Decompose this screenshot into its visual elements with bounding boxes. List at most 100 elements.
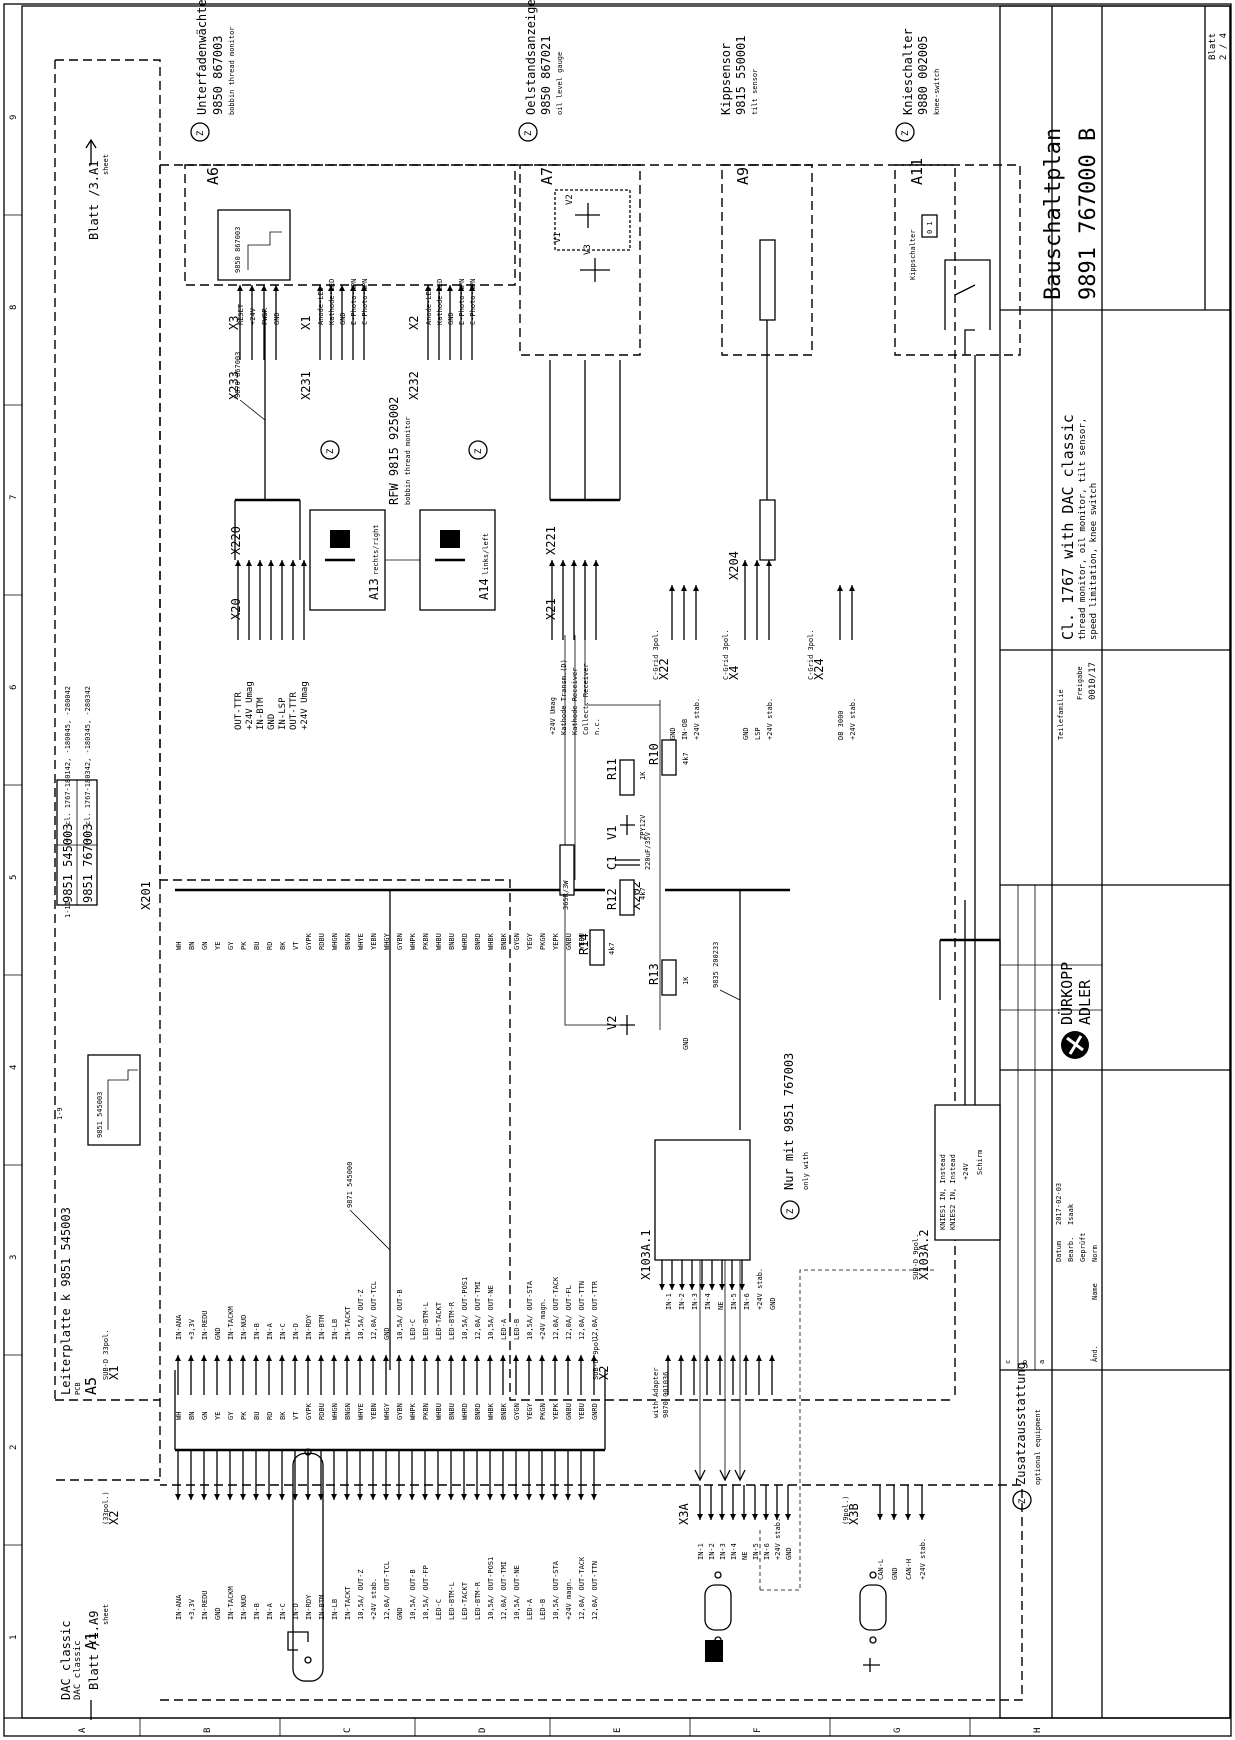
wire-color-label: RDBU (318, 933, 326, 950)
svg-text:Zusatzausstattung: Zusatzausstattung (1014, 1362, 1028, 1485)
pcb-x1-pin-label: IN-BTM (318, 1315, 326, 1340)
x20-label: X20 (229, 598, 243, 620)
wire-color-label: GYGN (513, 933, 521, 950)
dac-x2-pin-label: +24V magn. (565, 1578, 573, 1620)
wire-color-label: WHGN (331, 933, 339, 950)
dac-x2-pin-label: IN-C (279, 1603, 287, 1620)
wire-color-label: RD (266, 942, 274, 950)
x233-pin-label: GND (273, 312, 281, 325)
dac-x3b-type: (9pol.) (842, 1495, 850, 1525)
pcb-x1-pin-label: 12,0A/ OUT-TMI (474, 1281, 482, 1340)
svg-text:9850 867021: 9850 867021 (539, 36, 553, 115)
svg-text:A6: A6 (204, 167, 222, 185)
x233-pin-label: +24V (249, 307, 257, 325)
svg-text:Unterfadenwächter: Unterfadenwächter (195, 0, 209, 115)
svg-text:Z: Z (196, 130, 206, 136)
dac-x3b-pin-label: GND (891, 1567, 899, 1580)
svg-text:KNIES2 IN, Instead: KNIES2 IN, Instead (949, 1154, 957, 1230)
dac-x2-pin-label: LED-BTM-R (474, 1581, 482, 1620)
x202-cable-id: 9835 200233 (712, 942, 720, 988)
wire-color-label: WHRD (461, 933, 469, 950)
title-block: Bauschaltplan 9891 767000 B Blatt 2 / 4 … (999, 5, 1231, 1719)
wire-color-label: BNBU (448, 1403, 456, 1420)
x232-pin-label: C-Photo-NPN (469, 279, 477, 325)
pcb-x2-pin-label: IN-1 (665, 1293, 673, 1310)
wire-color-label: BNBK (500, 932, 508, 950)
svg-text:V1: V1 (553, 232, 563, 243)
svg-text:R12: R12 (605, 888, 619, 910)
svg-text:365R/3W: 365R/3W (562, 880, 570, 910)
wire-color-label: WHPK (409, 1402, 417, 1420)
svg-text:rechts/right: rechts/right (372, 524, 380, 575)
pcb-x1-label: X1 (107, 1366, 121, 1380)
pcb-x1-pin-label: IN-D (292, 1323, 300, 1340)
dac-x2-pin-label: IN-REDU (201, 1590, 209, 1620)
svg-text:X103A.2: X103A.2 (917, 1229, 931, 1280)
dac-x2-pin-label: IN-D (292, 1603, 300, 1620)
svg-text:GND: GND (682, 1037, 690, 1050)
wire-color-label: PKGN (539, 933, 547, 950)
dac-x3a-label: X3A (677, 1503, 691, 1525)
dac-sub: DAC classic (73, 1640, 83, 1700)
x20-pin-label: +24V Umag (245, 681, 255, 730)
svg-text:V2: V2 (605, 1016, 619, 1030)
pcb-x2-pin-label: +24V stab. (756, 1268, 764, 1310)
dac-x2-pin-label: IN-RDY (305, 1594, 313, 1620)
sheet-ref-right-sub: sheet (102, 154, 110, 175)
wire-color-label: PKBN (422, 1403, 430, 1420)
analog-circuit: 365R/3W R11 1K R12 4k7 R10 4k7 R13 1K R1… (559, 635, 690, 1050)
x3-label: X3 (227, 316, 241, 330)
sheet-ref-left-sub: sheet (102, 1604, 110, 1625)
dac-x2-pin-label: IN-NUD (240, 1595, 248, 1620)
pcb-enclosure-border (55, 59, 950, 1401)
wire-color-label: WHBK (487, 932, 495, 950)
svg-text:Z: Z (474, 448, 484, 454)
pcb-x1-pin-label: GND (214, 1327, 222, 1340)
x103a2-connector: X103A.2 SUB-D 9pol. KNIES1 IN, Instead K… (912, 1104, 1001, 1280)
svg-text:Nur mit 9851 767003: Nur mit 9851 767003 (782, 1053, 796, 1190)
pcb-x1-pin-label: LED-TACKT (435, 1301, 443, 1340)
dac-x3a-pin-label: IN-3 (719, 1543, 727, 1560)
svg-text:9815 550001: 9815 550001 (734, 36, 748, 115)
wire-color-label: PK (240, 941, 248, 950)
x1-led-label: X1 (299, 316, 313, 330)
x220-label: X220 (229, 526, 243, 555)
can-port-icon (859, 1571, 887, 1672)
wire-color-label: BNBU (448, 933, 456, 950)
dac-x2-pin-label: IN-ANA (175, 1594, 183, 1620)
pcb-x1-pin-label: GND (383, 1327, 391, 1340)
dac-x3a-pin-label: +24V stab. (774, 1518, 782, 1560)
wire-color-label: VT (292, 941, 300, 950)
wire-color-label: WHRD (461, 1403, 469, 1420)
pcb-x1-pin-label: 10,5A/ OUT-NE (487, 1285, 495, 1340)
pcb-x1-pin-label: IN-ANA (175, 1314, 183, 1340)
pcb-x2-pin-label: IN-2 (678, 1293, 686, 1310)
dac-x2-pin-label: LED-B (539, 1599, 547, 1620)
wire-color-label: GYPK (305, 932, 313, 950)
wire-color-label: GY (227, 1411, 235, 1420)
x4-label: X4 (727, 666, 741, 680)
a7-description: Z Oelstandsanzeige 9850 867021 oil level… (518, 0, 564, 142)
wire-color-label: WHBU (435, 1403, 443, 1420)
svg-text:links/left: links/left (482, 533, 490, 575)
wire-color-label: PKBN (422, 933, 430, 950)
wire-color-label: YEGY (526, 1402, 534, 1420)
pcb-x1-pin-label: LED-BTM-L (422, 1302, 430, 1340)
x204-label: X204 (727, 551, 741, 580)
grid-number: 1 (9, 1635, 19, 1640)
svg-text:Z: Z (326, 448, 336, 454)
dac-x2-pin-label: +3,3V (188, 1598, 196, 1620)
a13-sensor: A13 rechts/right Z (309, 440, 386, 611)
grid-letter: A (78, 1727, 88, 1733)
outer-frame (3, 3, 1232, 1737)
svg-text:optional equipment: optional equipment (1034, 1409, 1042, 1485)
x20-pin-label: IN-LSP (278, 697, 288, 730)
dac-x2-pin-label: 12,0A/ OUT-TACK (578, 1556, 586, 1620)
pcb-x1-pin-label: IN-B (253, 1323, 261, 1340)
svg-text:Kippschalter: Kippschalter (909, 229, 917, 280)
x24-type: C-Grid 3pol. (807, 629, 815, 680)
